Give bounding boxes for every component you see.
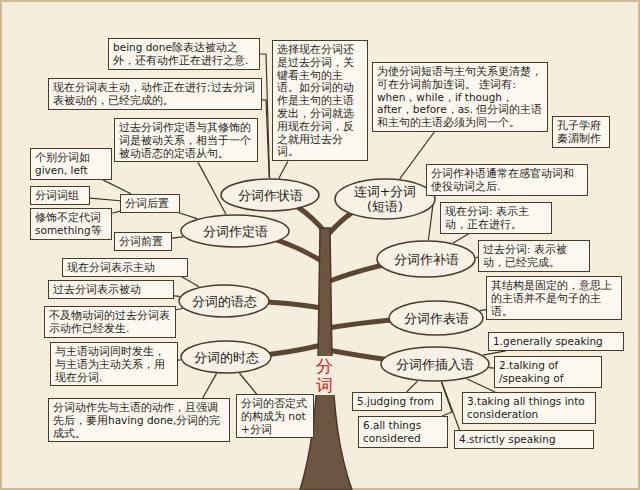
node-text: 连词+分词 (短语) <box>344 184 426 214</box>
branch-line <box>467 379 495 392</box>
node-text: 修饰不定代词 something等 <box>35 211 107 237</box>
node-text: 现在分词表示主动 <box>67 261 183 274</box>
branch-line <box>176 309 183 310</box>
note-box: 3.taking all things into consideration <box>462 392 596 424</box>
node-text: 分词作补语 <box>394 252 459 267</box>
topic-oval: 分词作定语 <box>180 214 290 248</box>
note-box: 孔子学府 秦湄制作 <box>552 116 610 148</box>
node-text: 个别分词如 given, left <box>35 151 107 177</box>
branch-line <box>198 162 226 214</box>
node-text: 分词后置 <box>125 197 175 210</box>
note-box: 现在分词: 表示主动，正在进行。 <box>440 202 552 234</box>
node-text: 分词的时态 <box>194 350 259 365</box>
note-box: 为使分词短语与主句关系更清楚，可在分词前加连词。 连词有: when，while… <box>372 62 548 132</box>
node-text: 选择现在分词还是过去分词，关键看主句的主语。如分词的动作是主句的主语发出，分词就… <box>277 43 363 158</box>
topic-oval: 分词的时态 <box>180 340 272 374</box>
node-text: 分词作定语 <box>203 224 268 239</box>
node-text: 过去分词作定语与其修饰的词是被动关系，相当于一个被动语态的定语从句。 <box>119 121 253 159</box>
topic-oval: 分词作状语 <box>220 178 320 212</box>
node-text: 6.all things considered <box>363 419 443 445</box>
note-box: 过去分词作定语与其修饰的词是被动关系，相当于一个被动语态的定语从句。 <box>114 118 258 162</box>
node-text: 分词词组 <box>35 189 85 202</box>
node-text: 过去分词表示被动 <box>53 283 169 296</box>
branch-line <box>441 382 452 416</box>
node-text: 分词前置 <box>119 235 167 248</box>
node-text: 分词的否定式的构成为 not +分词 <box>241 397 309 435</box>
branch-line <box>172 237 183 238</box>
node-text: 分词作插入语 <box>396 357 474 372</box>
branch-line <box>262 100 269 178</box>
note-box: 个别分词如 given, left <box>30 148 112 180</box>
topic-oval: 分词作补语 <box>376 240 476 278</box>
note-box: 与主语动词同时发生，与主语为主动关系，用现在分词. <box>50 342 178 386</box>
note-box: 分词动作先与主语的动作，且强调先后，要用having done,分词的完成式。 <box>48 398 230 442</box>
node-text: 4.strictly speaking <box>459 433 589 446</box>
topic-oval: 分词作表语 <box>388 300 484 336</box>
branch-line <box>453 234 469 243</box>
node-text: 分词动作先与主语的动作，且强调先后，要用having done,分词的完成式。 <box>53 401 225 439</box>
node-text: 2.talking of /speaking of <box>499 359 597 385</box>
note-box: 现在分词表主动，动作正在进行;过去分词表被动的，已经完成的。 <box>48 78 262 110</box>
branch-line <box>279 161 288 178</box>
note-box: 5.judging from <box>352 392 442 411</box>
branch-line <box>179 213 197 219</box>
note-box: 2.talking of /speaking of <box>494 356 602 388</box>
node-text: 其结构是固定的，意思上的主语并不是句子的主语。 <box>491 279 617 317</box>
branch-line <box>203 374 217 398</box>
note-box: 分词后置 <box>120 194 180 213</box>
note-box: 4.strictly speaking <box>454 430 594 449</box>
topic-oval: 分词作插入语 <box>380 346 490 382</box>
note-box: 选择现在分词还是过去分词，关键看主句的主语。如分词的动作是主句的主语发出，分词就… <box>272 40 368 161</box>
note-box: being done除表达被动之外，还有动作正在进行之意. <box>108 38 260 70</box>
branch-line <box>90 198 120 201</box>
branch-line <box>182 277 199 287</box>
node-text: 为使分词短语与主句关系更清楚，可在分词前加连词。 连词有: when，while… <box>377 65 543 129</box>
node-text: 分词作补语通常在感官动词和使役动词之后. <box>431 167 583 193</box>
note-box: 过去分词: 表示被动，已经完成。 <box>478 240 590 272</box>
branch-line <box>178 359 181 360</box>
note-box: 分词前置 <box>114 232 172 251</box>
node-text: 1.generally speaking <box>493 335 619 348</box>
note-box: 分词词组 <box>30 186 90 205</box>
node-text: 5.judging from <box>357 395 437 408</box>
note-box: 不及物动词的过去分词表示动作已经发生. <box>44 306 176 338</box>
node-text: 不及物动词的过去分词表示动作已经发生. <box>49 309 171 335</box>
branch-line <box>483 351 506 355</box>
title-label: 分词 <box>314 356 335 395</box>
node-text: 过去分词: 表示被动，已经完成。 <box>483 243 585 269</box>
tree-trunk <box>300 228 352 490</box>
branch-line <box>239 373 256 394</box>
note-box: 过去分词表示被动 <box>48 280 174 299</box>
branch-line <box>103 180 132 194</box>
branch-line <box>260 54 270 178</box>
note-box: 分词的否定式的构成为 not +分词 <box>236 394 314 438</box>
node-text: 与主语动词同时发生，与主语为主动关系，用现在分词. <box>55 345 173 383</box>
node-text: 分词作表语 <box>404 311 469 326</box>
note-box: 修饰不定代词 something等 <box>30 208 112 240</box>
node-text: 分词的语态 <box>192 294 257 309</box>
branch-line <box>407 381 418 392</box>
note-box: 分词作补语通常在感官动词和使役动词之后. <box>426 164 588 196</box>
node-text: 孔子学府 秦湄制作 <box>557 119 605 145</box>
branch-line <box>174 295 180 297</box>
node-text: being done除表达被动之外，还有动作正在进行之意. <box>113 41 255 67</box>
note-box: 1.generally speaking <box>488 332 624 351</box>
note-box: 其结构是固定的，意思上的主语并不是句子的主语。 <box>486 276 622 320</box>
topic-oval: 连词+分词 (短语) <box>334 178 436 220</box>
topic-oval: 分词的语态 <box>178 284 270 318</box>
node-text: 现在分词: 表示主动，正在进行。 <box>445 205 547 231</box>
node-text: 分词作状语 <box>238 188 303 203</box>
note-box: 6.all things considered <box>358 416 448 448</box>
node-text: 现在分词表主动，动作正在进行;过去分词表被动的，已经完成的。 <box>53 81 257 107</box>
node-text: 3.taking all things into consideration <box>467 395 591 421</box>
note-box: 现在分词表示主动 <box>62 258 188 277</box>
branch-line <box>112 211 120 213</box>
